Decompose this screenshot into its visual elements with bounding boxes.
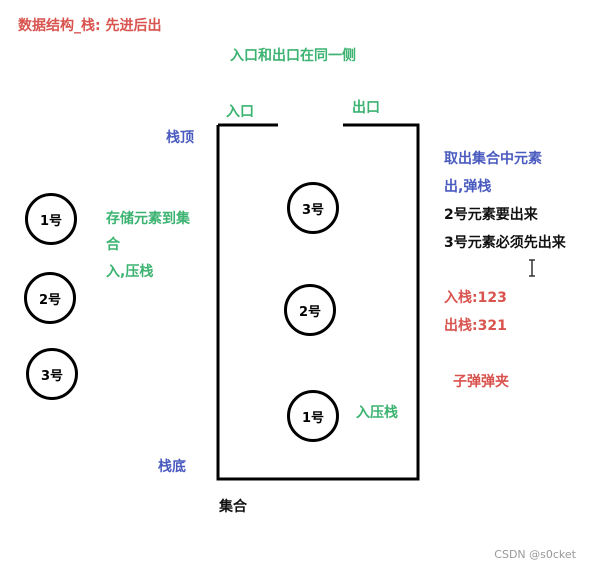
stack-bottom-label: 栈底 xyxy=(158,459,186,475)
stack-top-label: 栈顶 xyxy=(166,130,194,146)
container-label: 集合 xyxy=(219,499,247,515)
stack-element-3: 3号 xyxy=(287,182,339,234)
push-note-inside: 入压栈 xyxy=(356,405,398,421)
pop-note-line1: 取出集合中元素 xyxy=(444,151,542,167)
outside-element-3: 3号 xyxy=(26,348,78,400)
stack-element-1: 1号 xyxy=(287,390,339,442)
store-note-line1: 存储元素到集 xyxy=(106,211,190,227)
stack-element-2: 2号 xyxy=(284,284,336,336)
diagram-subtitle: 入口和出口在同一侧 xyxy=(230,48,356,64)
outside-element-1: 1号 xyxy=(25,193,77,245)
rule-note-2: 3号元素必须先出来 xyxy=(444,235,566,251)
rule-note-1: 2号元素要出来 xyxy=(444,207,538,223)
exit-label: 出口 xyxy=(352,100,380,116)
analogy-note: 子弹弹夹 xyxy=(453,374,509,390)
outside-element-2: 2号 xyxy=(24,272,76,324)
watermark: CSDN @s0cket xyxy=(494,548,576,561)
entrance-label: 入口 xyxy=(226,104,254,120)
pop-note-line2: 出,弹栈 xyxy=(444,179,492,195)
push-note-left: 入,压栈 xyxy=(106,264,154,280)
store-note-line2: 合 xyxy=(106,237,120,253)
pop-order-note: 出栈:321 xyxy=(444,318,507,334)
push-order-note: 入栈:123 xyxy=(444,290,507,306)
diagram-title: 数据结构_栈: 先进后出 xyxy=(18,18,162,34)
